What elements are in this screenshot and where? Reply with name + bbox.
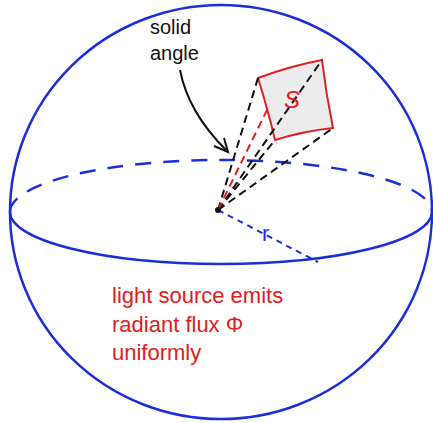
- solid-angle-label: solid angle: [150, 14, 228, 66]
- sphere-outline: [10, 5, 432, 419]
- equator-front: [10, 212, 432, 264]
- surface-patch: [258, 60, 333, 140]
- radius-label: r: [262, 222, 269, 246]
- source-note: light source emits radiant flux Φ unifor…: [112, 282, 317, 368]
- radius-line: [218, 210, 318, 262]
- leader-arrow: [180, 70, 226, 150]
- light-source-point: [215, 207, 221, 213]
- patch-label-box: S: [281, 84, 303, 116]
- cone-lines: [218, 60, 333, 210]
- patch-label: S: [284, 86, 300, 114]
- arrow-head: [214, 138, 228, 152]
